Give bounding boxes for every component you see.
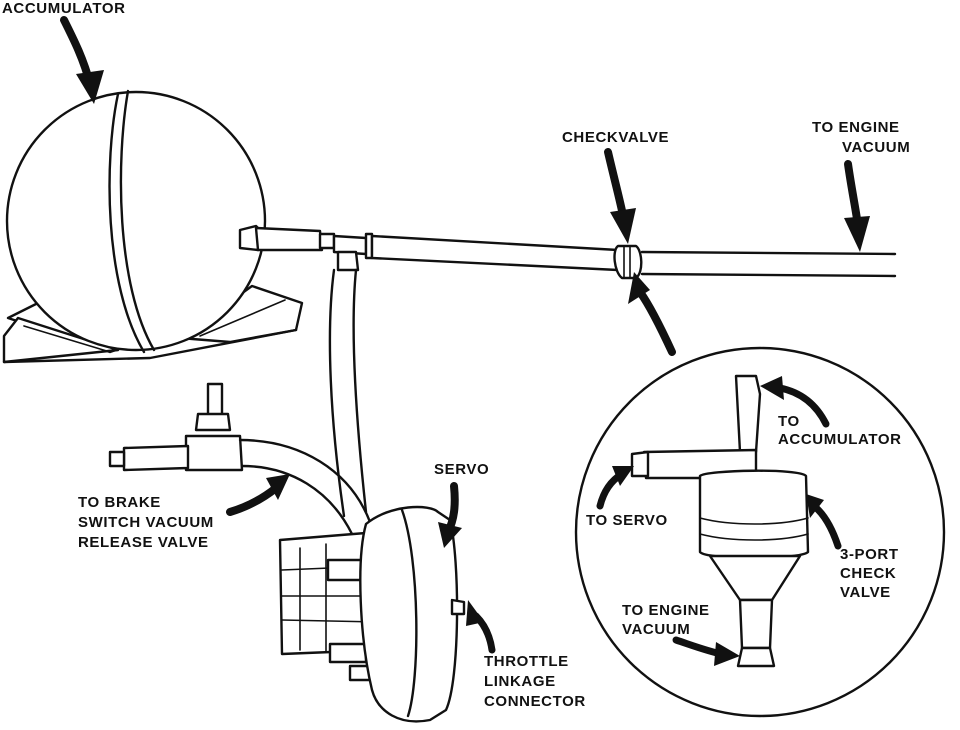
brake-valve-arrow: [226, 474, 290, 516]
accumulator-arrow: [60, 16, 104, 104]
throttle-arrow: [466, 600, 496, 654]
pointer-arrows: [60, 16, 870, 666]
throttle-label-line2: LINKAGE: [484, 673, 556, 690]
detail-check-label-line3: VALVE: [840, 584, 891, 601]
brake-label-line2: SWITCH VACUUM: [78, 514, 214, 531]
servo-arrow: [438, 482, 462, 548]
detail-check-label-line1: 3-PORT: [840, 546, 899, 563]
brake-release-valve: [108, 382, 372, 536]
detail-engine-arrow: [672, 636, 740, 666]
checkvalve-label: CHECKVALVE: [562, 129, 669, 146]
detail-accumulator-label-line2: ACCUMULATOR: [778, 431, 902, 448]
checkvalve-arrow: [604, 148, 636, 244]
detail-inset: [574, 346, 946, 718]
detail-servo-arrow: [596, 466, 634, 510]
brake-label-line1: TO BRAKE: [78, 494, 161, 511]
detail-accumulator-label-line1: TO: [778, 413, 800, 430]
throttle-label-line1: THROTTLE: [484, 653, 569, 670]
detail-engine-label-line2: VACUUM: [622, 621, 690, 638]
to-engine-label-line2: VACUUM: [842, 139, 910, 156]
servo-label: SERVO: [434, 461, 489, 478]
main-vacuum-hose: [238, 224, 897, 280]
detail-servo-label: TO SERVO: [586, 512, 668, 529]
servo: [278, 505, 466, 723]
servo-vacuum-hose: [328, 250, 368, 518]
detail-accumulator-arrow: [760, 376, 830, 428]
inset-link-arrow: [628, 272, 676, 356]
accumulator-sphere: [5, 89, 267, 354]
brake-label-line3: RELEASE VALVE: [78, 534, 209, 551]
detail-engine-label-line1: TO ENGINE: [622, 602, 710, 619]
engine-vacuum-arrow: [844, 160, 870, 252]
detail-check-label-line2: CHECK: [840, 565, 896, 582]
to-engine-label-line1: TO ENGINE: [812, 119, 900, 136]
detail-check-arrow: [806, 494, 842, 550]
accumulator-label: ACCUMULATOR: [2, 0, 126, 17]
throttle-label-line3: CONNECTOR: [484, 693, 586, 710]
